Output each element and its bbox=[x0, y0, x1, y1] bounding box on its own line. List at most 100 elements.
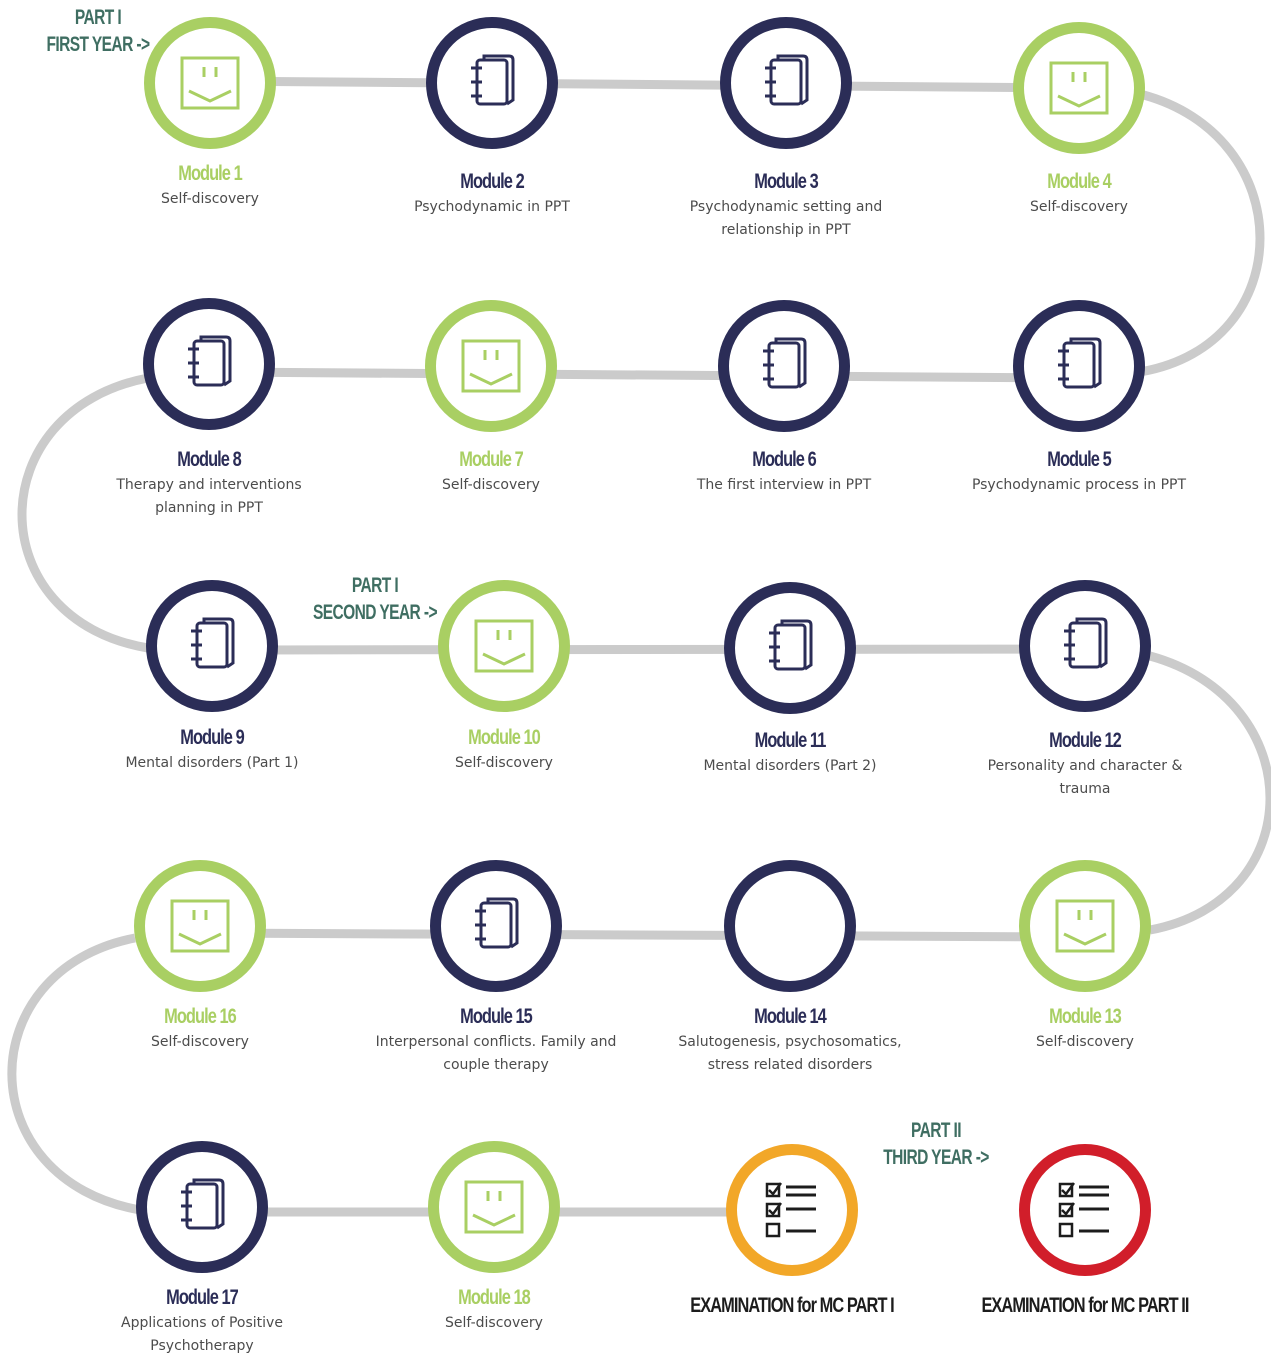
module-node-8[interactable] bbox=[143, 298, 275, 430]
module-node-13[interactable] bbox=[1019, 860, 1151, 992]
module-subtitle: Self-discovery bbox=[1030, 199, 1128, 215]
module-title: Module 18 bbox=[458, 1286, 531, 1309]
smiley-icon bbox=[1054, 898, 1116, 954]
smiley-icon bbox=[1048, 60, 1110, 116]
module-subtitle: Self-discovery bbox=[161, 191, 259, 207]
module-node-5[interactable] bbox=[1013, 300, 1145, 432]
module-subtitle: Self-discovery bbox=[1036, 1034, 1134, 1050]
module-title: Module 7 bbox=[459, 448, 523, 471]
module-caption-11: Module 11 Mental disorders (Part 2) bbox=[670, 729, 910, 778]
module-title: Module 16 bbox=[164, 1005, 237, 1028]
path-row-4 bbox=[199, 928, 1086, 942]
module-subtitle: Interpersonal conflicts. Family and coup… bbox=[375, 1034, 617, 1073]
module-node-3[interactable] bbox=[720, 17, 852, 149]
notebook-icon bbox=[185, 617, 239, 675]
module-caption-6: Module 6 The first interview in PPT bbox=[664, 448, 904, 497]
module-subtitle: The first interview in PPT bbox=[696, 477, 872, 493]
notebook-icon bbox=[763, 619, 817, 677]
module-node-17[interactable] bbox=[136, 1141, 268, 1273]
module-title: EXAMINATION for MC PART I bbox=[690, 1294, 894, 1317]
notebook-icon bbox=[759, 54, 813, 112]
path-row-2 bbox=[209, 367, 1080, 383]
module-caption-1: Module 1 Self-discovery bbox=[100, 162, 320, 211]
module-title: Module 15 bbox=[460, 1005, 533, 1028]
notebook-icon bbox=[1058, 617, 1112, 675]
checklist-icon bbox=[764, 1180, 820, 1240]
path-row-1 bbox=[209, 76, 1080, 93]
path-curve-left-2 bbox=[7, 933, 141, 1215]
path-curve-right-2 bbox=[1148, 651, 1271, 935]
module-node-12[interactable] bbox=[1019, 580, 1151, 712]
module-subtitle: Mental disorders (Part 2) bbox=[703, 758, 877, 774]
smiley-icon bbox=[460, 338, 522, 394]
module-subtitle: Self-discovery bbox=[445, 1315, 543, 1331]
module-node-20[interactable] bbox=[1019, 1144, 1151, 1276]
module-title: Module 9 bbox=[180, 726, 244, 749]
module-node-19[interactable] bbox=[726, 1144, 858, 1276]
module-title: Module 17 bbox=[166, 1286, 239, 1309]
part-label-line1: PART I bbox=[74, 6, 122, 29]
path-curve-left-1 bbox=[17, 373, 149, 653]
path-curve-right-1 bbox=[1138, 89, 1265, 377]
module-caption-18: Module 18 Self-discovery bbox=[384, 1286, 604, 1335]
module-subtitle: Psychodynamic setting and relationship i… bbox=[689, 199, 883, 238]
module-subtitle: Self-discovery bbox=[455, 755, 553, 771]
notebook-icon bbox=[182, 335, 236, 393]
part-label-second-year: PART I SECOND YEAR -> bbox=[312, 572, 438, 626]
module-node-2[interactable] bbox=[426, 17, 558, 149]
module-node-11[interactable] bbox=[724, 582, 856, 714]
module-title: Module 6 bbox=[752, 448, 816, 471]
module-title: Module 13 bbox=[1049, 1005, 1122, 1028]
part-label-line2: FIRST YEAR -> bbox=[46, 33, 151, 56]
notebook-icon bbox=[757, 337, 811, 395]
module-node-7[interactable] bbox=[425, 300, 557, 432]
part-label-line2: THIRD YEAR -> bbox=[883, 1146, 989, 1169]
module-caption-4: Module 4 Self-discovery bbox=[959, 170, 1199, 219]
module-caption-19: EXAMINATION for MC PART I bbox=[652, 1294, 932, 1318]
module-subtitle: Salutogenesis, psychosomatics, stress re… bbox=[678, 1034, 902, 1073]
module-node-1[interactable] bbox=[144, 17, 276, 149]
module-node-14[interactable] bbox=[724, 860, 856, 992]
module-subtitle: Psychodynamic in PPT bbox=[414, 199, 570, 215]
module-node-6[interactable] bbox=[718, 300, 850, 432]
module-caption-10: Module 10 Self-discovery bbox=[394, 726, 614, 775]
module-node-9[interactable] bbox=[146, 580, 278, 712]
module-subtitle: Therapy and interventions planning in PP… bbox=[116, 477, 302, 516]
part-label-first-year: PART I FIRST YEAR -> bbox=[39, 4, 157, 58]
module-caption-15: Module 15 Interpersonal conflicts. Family… bbox=[361, 1005, 631, 1077]
module-node-4[interactable] bbox=[1013, 22, 1145, 154]
module-node-10[interactable] bbox=[438, 580, 570, 712]
part-label-line2: SECOND YEAR -> bbox=[313, 601, 438, 624]
module-title: EXAMINATION for MC PART II bbox=[981, 1294, 1189, 1317]
module-node-18[interactable] bbox=[428, 1141, 560, 1273]
module-subtitle: Personality and character & trauma bbox=[987, 758, 1183, 797]
module-node-16[interactable] bbox=[134, 860, 266, 992]
module-title: Module 10 bbox=[468, 726, 541, 749]
module-subtitle: Psychodynamic process in PPT bbox=[971, 477, 1187, 493]
smiley-icon bbox=[473, 618, 535, 674]
module-node-15[interactable] bbox=[430, 860, 562, 992]
module-title: Module 1 bbox=[178, 162, 242, 185]
notebook-icon bbox=[469, 897, 523, 955]
module-title: Module 11 bbox=[754, 729, 827, 752]
module-subtitle: Self-discovery bbox=[442, 477, 540, 493]
module-caption-12: Module 12 Personality and character & tra… bbox=[965, 729, 1205, 801]
notebook-icon bbox=[1052, 337, 1106, 395]
module-title: Module 5 bbox=[1047, 448, 1111, 471]
smiley-icon bbox=[463, 1179, 525, 1235]
module-caption-7: Module 7 Self-discovery bbox=[381, 448, 601, 497]
module-caption-13: Module 13 Self-discovery bbox=[975, 1005, 1195, 1054]
module-caption-5: Module 5 Psychodynamic process in PPT bbox=[954, 448, 1204, 497]
module-title: Module 8 bbox=[177, 448, 241, 471]
checklist-icon bbox=[1057, 1180, 1113, 1240]
module-title: Module 4 bbox=[1047, 170, 1111, 193]
path-row-3 bbox=[211, 644, 1086, 655]
module-title: Module 12 bbox=[1049, 729, 1122, 752]
module-caption-20: EXAMINATION for MC PART II bbox=[945, 1294, 1225, 1318]
